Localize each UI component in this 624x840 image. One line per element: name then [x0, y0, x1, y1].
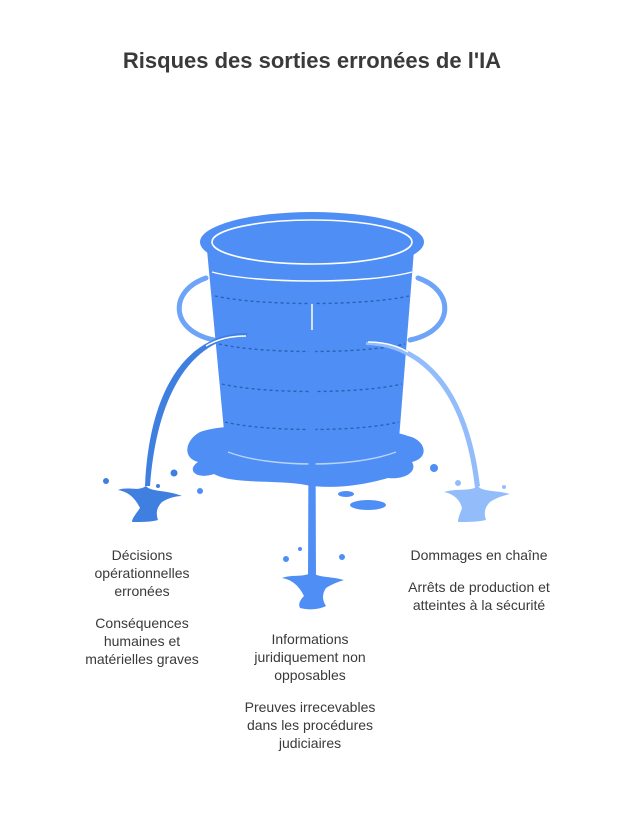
center-splash: [282, 572, 344, 610]
outcome-heading: Informations juridiquement non opposable…: [254, 631, 366, 683]
outcome-detail: Arrêts de production et atteintes à la s…: [408, 579, 550, 613]
bucket-handle: [407, 275, 448, 343]
puddle-drop: [197, 488, 203, 494]
outcome-left: Décisions opérationnelles erronées Consé…: [72, 546, 212, 668]
left-splash: [118, 486, 182, 522]
bucket-handle: [176, 275, 217, 343]
outcome-heading: Décisions opérationnelles erronées: [94, 547, 190, 599]
outcome-detail: Conséquences humaines et matérielles gra…: [85, 615, 199, 667]
left-drop: [170, 469, 178, 477]
center-stream: [308, 302, 316, 580]
bucket-rim: [200, 212, 424, 272]
outcome-heading: Dommages en chaîne: [410, 547, 548, 563]
puddle-drop: [338, 491, 354, 497]
right-splash: [444, 486, 510, 522]
right-stream: [366, 341, 480, 488]
right-drop: [502, 485, 506, 489]
left-drop: [103, 478, 109, 484]
puddle-drop: [350, 500, 386, 510]
puddle-drop: [430, 464, 438, 472]
center-drop: [283, 556, 289, 562]
outcome-center: Informations juridiquement non opposable…: [236, 630, 384, 752]
center-drop: [298, 547, 302, 551]
outcome-detail: Preuves irrecevables dans les procédures…: [244, 699, 376, 751]
outcome-right: Dommages en chaîne Arrêts de production …: [404, 546, 554, 614]
right-drop: [455, 480, 461, 486]
page-title: Risques des sorties erronées de l'IA: [122, 48, 502, 73]
center-drop: [339, 554, 345, 560]
